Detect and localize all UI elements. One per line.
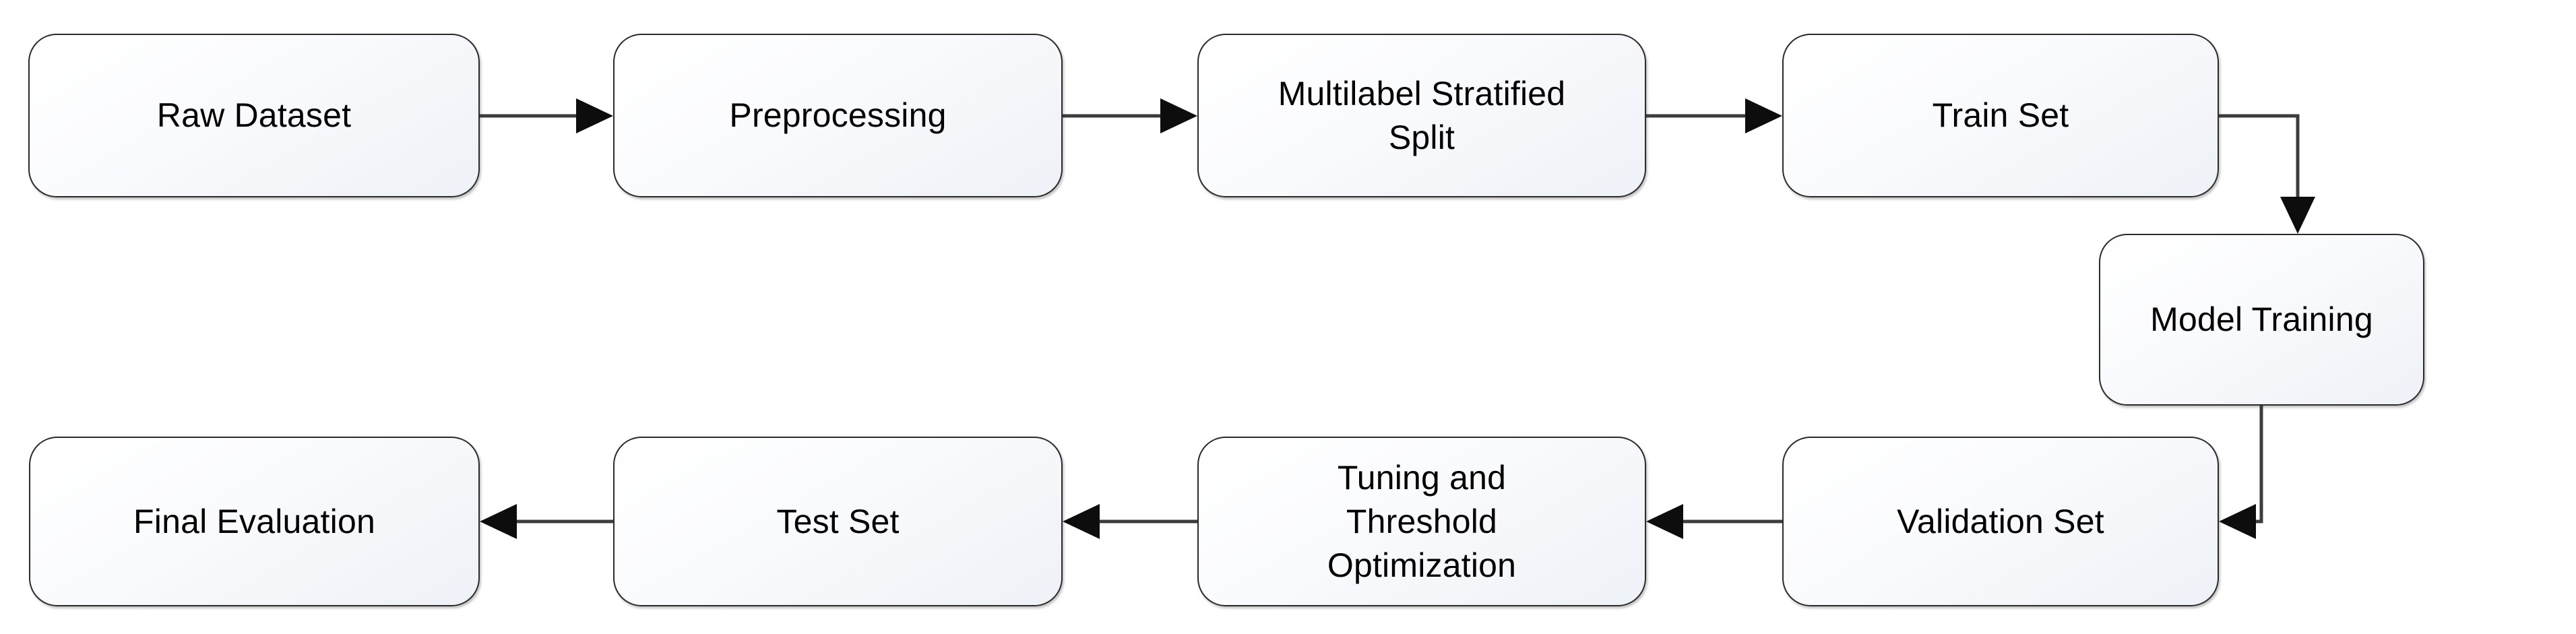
edge-test-set-to-final-evaluation — [480, 504, 613, 539]
edge-raw-dataset-to-preprocessing — [480, 98, 613, 133]
edge-stratified-split-to-train-set — [1646, 98, 1782, 133]
node-multilabel-stratified-split[interactable]: Multilabel Stratified Split — [1197, 34, 1646, 197]
edge-model-training-to-validation-set — [2219, 406, 2263, 539]
edge-validation-set-to-tuning-threshold — [1646, 504, 1782, 539]
edge-preprocessing-to-stratified-split — [1063, 98, 1197, 133]
node-train-set[interactable]: Train Set — [1782, 34, 2219, 197]
edge-train-set-to-model-training — [2219, 114, 2315, 234]
node-validation-set[interactable]: Validation Set — [1782, 437, 2219, 606]
node-raw-dataset[interactable]: Raw Dataset — [28, 34, 480, 197]
node-preprocessing[interactable]: Preprocessing — [613, 34, 1063, 197]
node-model-training[interactable]: Model Training — [2099, 234, 2424, 406]
edge-tuning-threshold-to-test-set — [1063, 504, 1197, 539]
node-tuning-threshold-optimization[interactable]: Tuning and Threshold Optimization — [1197, 437, 1646, 606]
node-test-set[interactable]: Test Set — [613, 437, 1063, 606]
node-final-evaluation[interactable]: Final Evaluation — [29, 437, 480, 606]
